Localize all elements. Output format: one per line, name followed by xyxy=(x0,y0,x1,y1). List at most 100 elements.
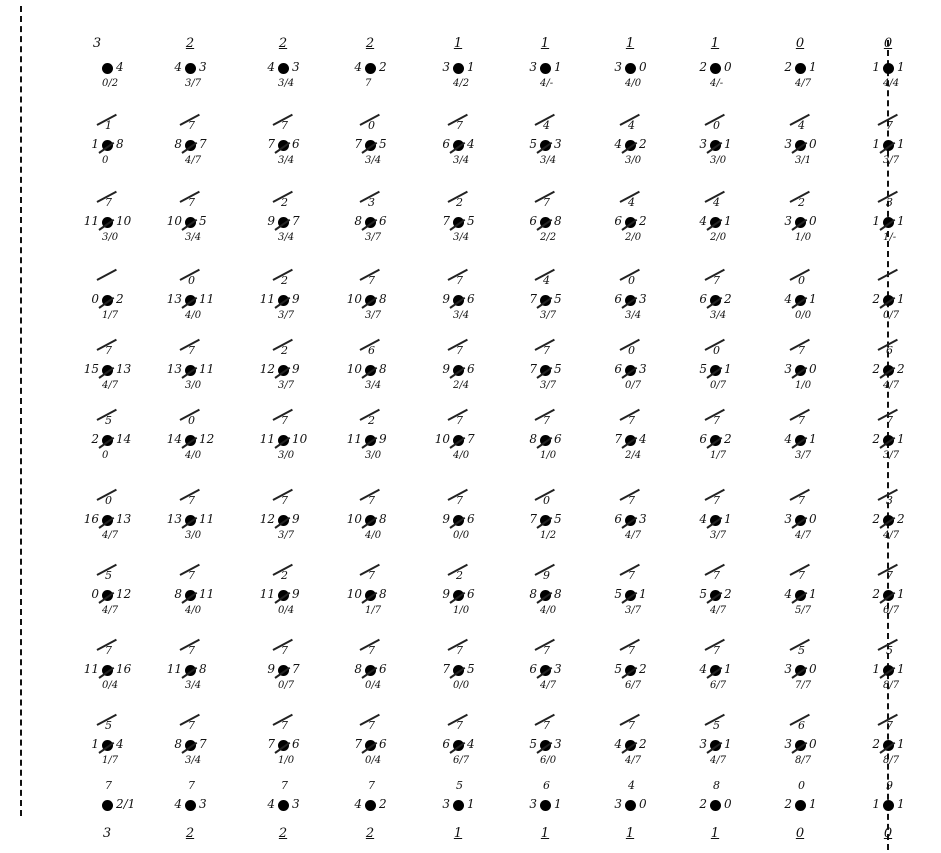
point-top-label: 7 xyxy=(281,495,288,506)
point-right-label: 3 xyxy=(639,513,647,525)
point-left-label: 6 xyxy=(614,215,622,227)
point-right-label: 1 xyxy=(897,293,905,305)
point-left-label: 4 xyxy=(354,61,362,73)
point-left-label: 1 xyxy=(91,738,99,750)
grid-point: 4274/7 xyxy=(598,718,662,772)
point-left-label: 8 xyxy=(174,588,182,600)
point-left-label: 13 xyxy=(167,513,182,525)
grid-point: 433/4 xyxy=(251,41,315,95)
point-left-label: 2 xyxy=(872,433,880,445)
point-top-label: 7 xyxy=(281,645,288,656)
point-right-label: 7 xyxy=(292,663,300,675)
point-bottom-label: 3/0 xyxy=(185,381,201,391)
point-left-label: 10 xyxy=(347,588,362,600)
grid-point: 214/7 xyxy=(768,41,832,95)
point-left-label: 8 xyxy=(529,588,537,600)
point-bottom-label: 4/0 xyxy=(185,311,201,321)
grid-point: 2173/7 xyxy=(856,413,920,467)
point-right-label: 5 xyxy=(467,663,475,675)
point-bottom-label: 4/- xyxy=(540,79,553,89)
point-left-label: 3 xyxy=(784,513,792,525)
grid-point: 131173/0 xyxy=(158,343,222,397)
grid-point: 8774/7 xyxy=(158,118,222,172)
grid-point: 9673/4 xyxy=(426,273,490,327)
point-bottom-label: 1/0 xyxy=(278,756,294,766)
point-bottom-label: 3/0 xyxy=(102,233,118,243)
grid-point: 4100/0 xyxy=(768,273,832,327)
point-right-label: 1 xyxy=(554,798,562,810)
point-left-label: 8 xyxy=(174,738,182,750)
point-top-label: 0 xyxy=(713,345,720,356)
point-bottom-label: 4/0 xyxy=(453,451,469,461)
point-top-label: 0 xyxy=(105,495,112,506)
point-left-label: 7 xyxy=(529,513,537,525)
point-top-label: 2 xyxy=(281,345,288,356)
point-right-label: 3 xyxy=(639,363,647,375)
point-bottom-label: 4/0 xyxy=(625,79,641,89)
grid-point: 4176/7 xyxy=(683,643,747,697)
point-left-label: 2 xyxy=(872,588,880,600)
grid-point: 2176/7 xyxy=(856,568,920,622)
grid-point: 2264/7 xyxy=(856,343,920,397)
point-top-label: 7 xyxy=(713,415,720,426)
point-left-label: 9 xyxy=(442,293,450,305)
point-right-label: 13 xyxy=(116,363,131,375)
point-right-label: 5 xyxy=(554,293,562,305)
grid-point: 437 xyxy=(158,778,222,832)
point-bottom-label: 0/4 xyxy=(102,681,118,691)
point-bottom-label: 0/7 xyxy=(883,311,899,321)
bottom-column-label: 1 xyxy=(626,826,634,841)
point-bottom-label: 1/7 xyxy=(102,756,118,766)
grid-point: 315 xyxy=(426,778,490,832)
bottom-column-label: 3 xyxy=(103,826,111,841)
point-top-label: 4 xyxy=(628,780,635,791)
grid-point: 4243/0 xyxy=(598,118,662,172)
point-left-label: 10 xyxy=(347,363,362,375)
point-left-label: 11 xyxy=(84,215,99,227)
point-left-label: 0 xyxy=(91,293,99,305)
grid-point: 4142/0 xyxy=(683,195,747,249)
point-right-label: 6 xyxy=(379,663,387,675)
point-right-label: 0 xyxy=(809,363,817,375)
point-top-label: 7 xyxy=(886,570,893,581)
point-top-label: 5 xyxy=(456,780,463,791)
point-left-label: 4 xyxy=(174,798,182,810)
point-right-label: 1 xyxy=(897,663,905,675)
point-right-label: 9 xyxy=(292,588,300,600)
point-left-label: 14 xyxy=(167,433,182,445)
grid-point: 10573/4 xyxy=(158,195,222,249)
grid-point: 5276/7 xyxy=(598,643,662,697)
point-left-label: 7 xyxy=(442,215,450,227)
point-left-label: 5 xyxy=(699,588,707,600)
point-top-label: 6 xyxy=(368,345,375,356)
point-bottom-label: 4/7 xyxy=(883,381,899,391)
point-right-label: 8 xyxy=(554,215,562,227)
point-top-label: 7 xyxy=(456,345,463,356)
point-right-label: 5 xyxy=(554,363,562,375)
grid-point: 111670/4 xyxy=(75,643,139,697)
point-dot xyxy=(540,63,551,74)
point-right-label: 7 xyxy=(199,138,207,150)
point-right-label: 8 xyxy=(379,293,387,305)
point-right-label: 2 xyxy=(379,61,387,73)
point-bottom-label: 2/0 xyxy=(710,233,726,243)
point-left-label: 1 xyxy=(872,663,880,675)
grid-point: 5343/4 xyxy=(513,118,577,172)
point-bottom-label: 1/0 xyxy=(795,381,811,391)
point-right-label: 6 xyxy=(554,433,562,445)
point-top-label: 4 xyxy=(628,197,635,208)
point-left-label: 11 xyxy=(347,433,362,445)
point-top-label: 8 xyxy=(713,780,720,791)
point-right-label: 6 xyxy=(292,738,300,750)
grid-point: 3021/0 xyxy=(768,195,832,249)
point-left-label: 9 xyxy=(267,663,275,675)
point-bottom-label: 3/4 xyxy=(278,156,294,166)
point-top-label: 7 xyxy=(456,495,463,506)
point-top-label: 1 xyxy=(105,120,112,131)
point-top-label: 2 xyxy=(281,275,288,286)
point-top-label: 7 xyxy=(543,720,550,731)
grid-point: 3068/7 xyxy=(768,718,832,772)
